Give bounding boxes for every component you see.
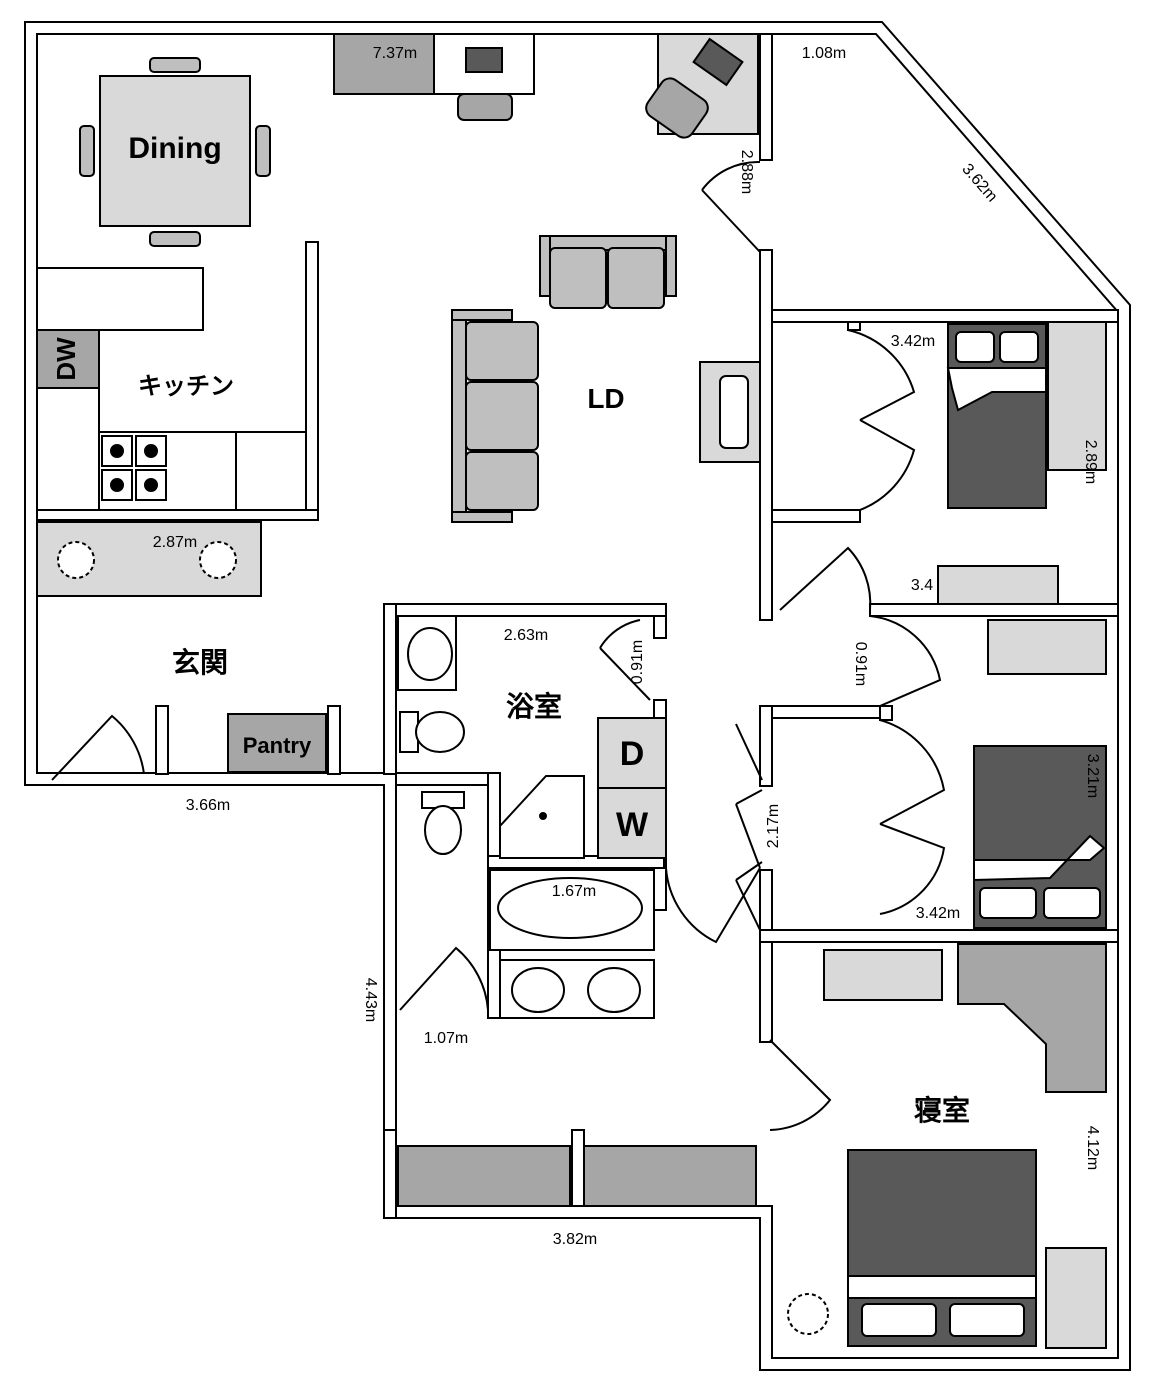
closet-shelves	[397, 1145, 757, 1207]
dim-north-diag: 3.62m	[958, 161, 1000, 206]
sofa-small	[539, 235, 677, 309]
ld-label: LD	[587, 383, 624, 414]
bath-fixtures	[397, 615, 585, 859]
doors	[51, 160, 946, 1131]
dim-bedroom1-top: 3.42m	[891, 333, 935, 350]
toilet-2	[421, 791, 465, 855]
dim-kitchen-counter: 2.87m	[153, 534, 197, 551]
master-furniture	[787, 943, 1107, 1349]
bed-2	[973, 745, 1107, 929]
kitchen-label: キッチン	[138, 373, 234, 400]
corner-desk	[645, 33, 759, 139]
bed-1	[946, 321, 1107, 509]
dryer-box	[597, 717, 667, 789]
dim-tub: 1.67m	[552, 883, 596, 900]
dresser-2	[987, 619, 1107, 675]
dryer-label: D	[620, 735, 645, 773]
bathtub	[489, 869, 655, 951]
entrance-label: 玄関	[172, 646, 228, 678]
dim-entrance-bottom: 3.66m	[186, 797, 230, 814]
stove-burners	[101, 435, 167, 501]
dim-hall-width: 1.07m	[424, 1030, 468, 1047]
dim-master-right: 4.12m	[1084, 1126, 1101, 1170]
pantry-box	[227, 713, 327, 773]
washer-box	[597, 787, 667, 859]
dim-hall-door: 0.91m	[852, 642, 869, 686]
dim-bedroom2-right: 3.21m	[1084, 754, 1101, 798]
dim-closet: 2.17m	[765, 804, 782, 848]
bedroom-label: 寝室	[914, 1094, 970, 1126]
dishwasher-label: DW	[51, 337, 81, 381]
dresser-1	[937, 565, 1059, 605]
vanity	[499, 959, 655, 1019]
planter	[36, 521, 262, 597]
dim-hall-left: 4.43m	[362, 978, 379, 1022]
dim-bedroom2-bottom: 3.42m	[916, 905, 960, 922]
dim-master-bottom: 3.82m	[553, 1231, 597, 1248]
dim-desk-top: 7.37m	[373, 45, 417, 62]
outer-walls	[24, 21, 1131, 1371]
dim-bath-top: 2.63m	[504, 627, 548, 644]
washer-label: W	[616, 806, 649, 844]
dim-bedroom1-right: 2.89m	[1082, 440, 1099, 484]
dim-bedroom1-bottom: 3.4	[911, 577, 933, 594]
sofa-large	[451, 309, 539, 523]
dim-north-top: 1.08m	[802, 45, 846, 62]
pantry-label: Pantry	[243, 733, 312, 758]
fireplace	[699, 361, 761, 463]
dining-label: Dining	[128, 132, 221, 165]
dining-table	[79, 57, 271, 247]
desk	[333, 33, 535, 121]
dim-north-left: 2.88m	[738, 150, 755, 194]
kitchen-counter	[36, 267, 307, 511]
dim-bath-door: 0.91m	[629, 640, 646, 684]
bath-label: 浴室	[506, 690, 562, 722]
